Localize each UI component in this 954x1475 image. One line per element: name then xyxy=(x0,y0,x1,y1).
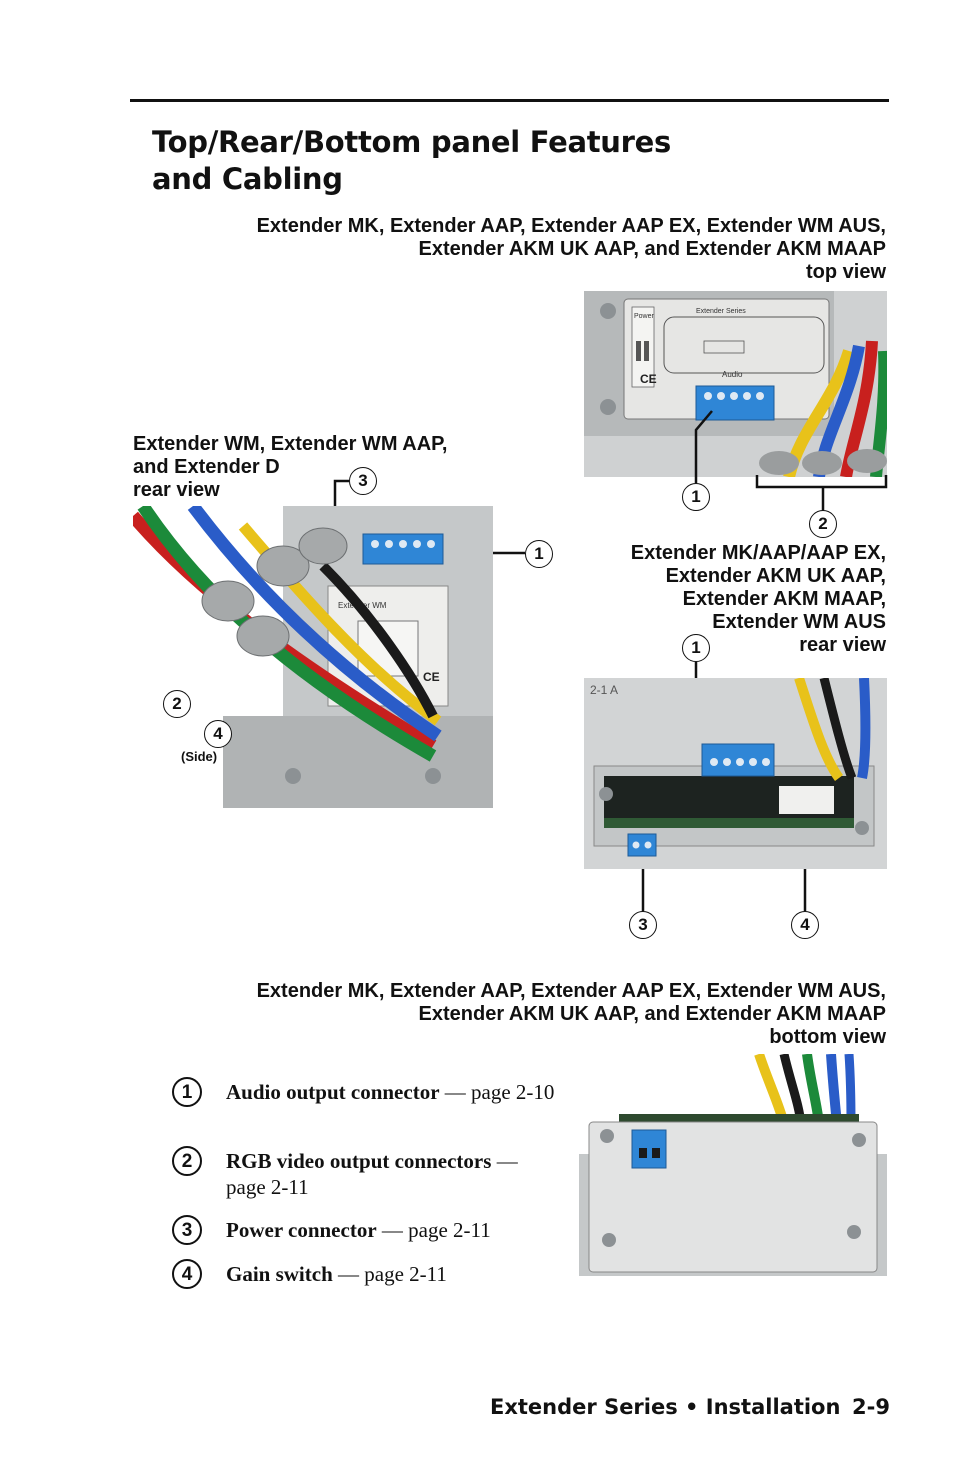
legend-number: 4 xyxy=(172,1259,202,1289)
page-title: Top/Rear/Bottom panel Features and Cabli… xyxy=(152,124,671,198)
mk-rear-view-photo: 2-1 A xyxy=(584,678,887,869)
caption-line: Extender MK, Extender AAP, Extender AAP … xyxy=(256,215,886,237)
callout-4-mk-rear: 4 xyxy=(791,911,819,939)
footer-title: Extender Series • Installation xyxy=(490,1395,841,1419)
legend-text: Audio output connector — page 2-10 xyxy=(226,1079,556,1105)
side-note: (Side) xyxy=(181,749,218,764)
wm-ce-text: CE xyxy=(423,670,440,684)
legend-item-power-connector: 3 Power connector — page 2-11 xyxy=(172,1215,556,1245)
caption-line: Extender WM AUS xyxy=(712,611,886,633)
page-title-line1: Top/Rear/Bottom panel Features xyxy=(152,125,671,159)
caption-line: Extender WM, Extender WM AAP, xyxy=(133,433,448,455)
page-title-line2: and Cabling xyxy=(152,162,343,196)
legend-ref: — page 2-11 xyxy=(332,1262,447,1286)
legend-name: Power connector xyxy=(226,1218,377,1242)
caption-line: rear view xyxy=(799,634,886,656)
callout-2-wm-rear: 2 xyxy=(163,690,191,718)
legend-ref: — page 2-10 xyxy=(439,1080,555,1104)
legend-number: 1 xyxy=(172,1077,202,1107)
caption-line: Extender AKM UK AAP, and Extender AKM MA… xyxy=(418,1003,886,1025)
callout-1-top-view: 1 xyxy=(682,483,710,511)
legend-ref: — page 2-11 xyxy=(226,1149,518,1199)
legend-name: RGB video output connectors xyxy=(226,1149,492,1173)
footer-page-number: 2-9 xyxy=(852,1395,890,1419)
callout-3-wm-rear: 3 xyxy=(349,467,377,495)
top-rule xyxy=(130,99,889,102)
caption-line: and Extender D xyxy=(133,456,280,478)
caption-line: bottom view xyxy=(769,1026,886,1048)
legend-item-gain-switch: 4 Gain switch — page 2-11 xyxy=(172,1259,556,1289)
callout-1-mk-rear: 1 xyxy=(682,634,710,662)
caption-line: Extender AKM UK AAP, and Extender AKM MA… xyxy=(418,238,886,260)
top-ce-text: CE xyxy=(640,372,657,386)
caption-mk-rear-view: Extender MK/AAP/AAP EX, Extender AKM UK … xyxy=(631,542,886,657)
rear-tag-text: 2-1 A xyxy=(590,683,618,697)
callout-4-wm-rear: 4 xyxy=(204,720,232,748)
wm-rear-view-photo: Extender WM CE xyxy=(133,506,493,808)
caption-line: top view xyxy=(805,261,886,283)
callout-2-top-view: 2 xyxy=(809,510,837,538)
legend-text: RGB video output connectors — page 2-11 xyxy=(226,1148,556,1200)
legend-item-audio-output: 1 Audio output connector — page 2-10 xyxy=(172,1077,556,1107)
legend-number: 3 xyxy=(172,1215,202,1245)
caption-line: Extender MK, Extender AAP, Extender AAP … xyxy=(256,980,886,1002)
top-audio-text: Audio xyxy=(722,370,743,379)
legend-text: Gain switch — page 2-11 xyxy=(226,1261,556,1287)
legend-name: Gain switch xyxy=(226,1262,333,1286)
caption-wm-rear-view: Extender WM, Extender WM AAP, and Extend… xyxy=(133,433,448,502)
legend-ref: — page 2-11 xyxy=(376,1218,491,1242)
caption-line: Extender AKM MAAP, xyxy=(682,588,886,610)
legend-name: Audio output connector xyxy=(226,1080,440,1104)
callout-3-mk-rear: 3 xyxy=(629,911,657,939)
top-view-photo: Power Extender Series CE Audio xyxy=(584,291,887,477)
caption-bottom-view: Extender MK, Extender AAP, Extender AAP … xyxy=(257,980,886,1049)
caption-line: Extender AKM UK AAP, xyxy=(665,565,886,587)
legend-item-rgb-output: 2 RGB video output connectors — page 2-1… xyxy=(172,1146,556,1200)
callout-1-wm-rear: 1 xyxy=(525,540,553,568)
legend-text: Power connector — page 2-11 xyxy=(226,1217,556,1243)
caption-line: Extender MK/AAP/AAP EX, xyxy=(630,542,886,564)
bottom-view-photo xyxy=(579,1054,887,1276)
legend-number: 2 xyxy=(172,1146,202,1176)
caption-line: rear view xyxy=(133,479,220,501)
top-power-text: Power xyxy=(634,313,655,320)
caption-top-view: Extender MK, Extender AAP, Extender AAP … xyxy=(257,215,886,284)
top-series-text: Extender Series xyxy=(696,308,746,315)
